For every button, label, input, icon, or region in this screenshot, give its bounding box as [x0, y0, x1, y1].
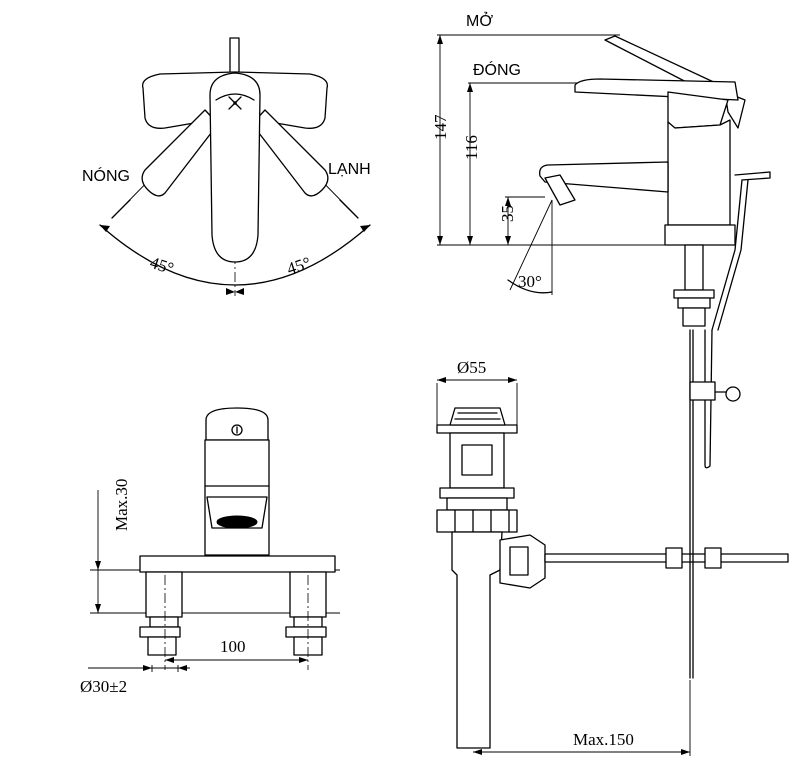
plan-view: NÓNG LẠNH 45° 45°	[82, 37, 371, 296]
drain-diameter-label: Ø55	[457, 358, 486, 377]
height-body-label: 116	[462, 135, 481, 160]
angle-left-label: 45°	[148, 253, 177, 278]
open-label: MỞ	[466, 11, 493, 30]
center-distance-label: 100	[220, 637, 246, 656]
hole-diameter-label: Ø30±2	[80, 677, 127, 696]
angle-right-label: 45°	[285, 253, 314, 278]
cold-label: LẠNH	[328, 161, 371, 178]
height-spout-label: 35	[498, 205, 517, 222]
close-label: ĐÓNG	[473, 60, 521, 79]
max-deck-label: Max.30	[112, 479, 131, 531]
hot-label: NÓNG	[82, 166, 130, 185]
height-total-label: 147	[431, 114, 450, 140]
side-view: MỞ ĐÓNG 147 116 35 30°	[431, 11, 771, 331]
drain-view: Ø55 Max.150	[436, 329, 789, 756]
spout-angle-label: 30°	[518, 272, 542, 291]
max-rod-label: Max.150	[573, 730, 634, 749]
front-view: Max.30 100 Ø30±2	[80, 407, 340, 696]
